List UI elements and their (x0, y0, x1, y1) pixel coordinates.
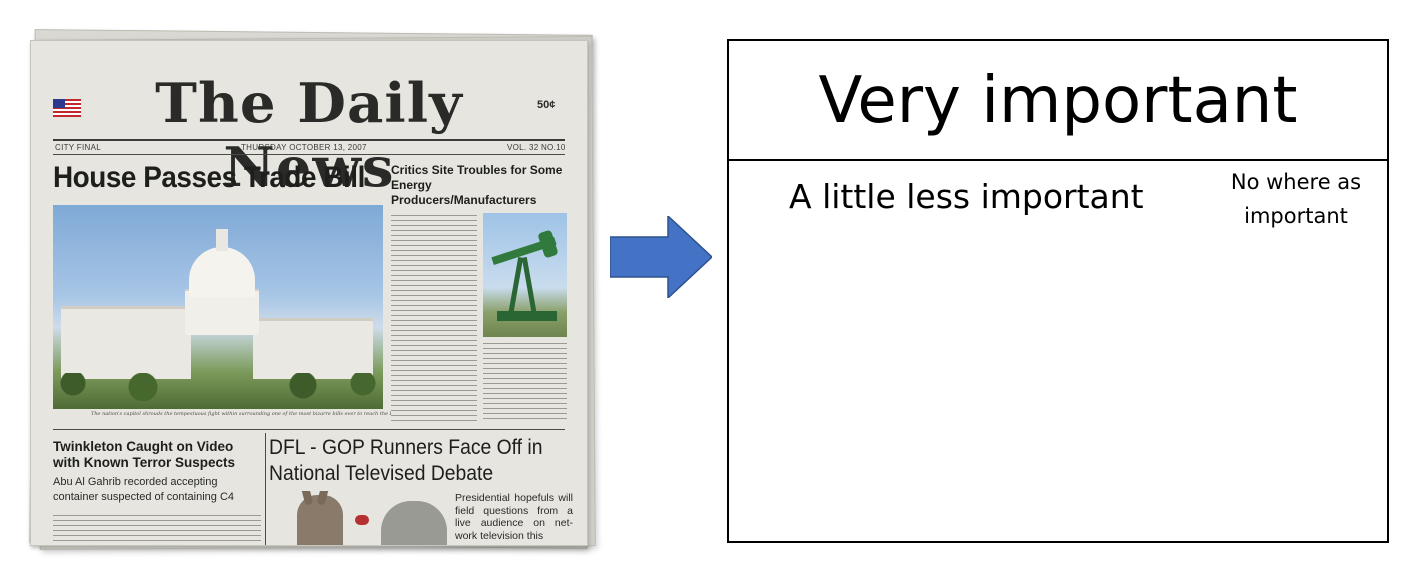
wireframe-divider (729, 159, 1387, 161)
issue-date: THURSDAY OCTOBER 13, 2007 (241, 143, 367, 152)
less-important-label: A little less important (789, 177, 1144, 216)
us-flag-icon (53, 99, 81, 117)
story3-headline-text: DFL - GOP Runners Face Off in National T… (269, 436, 543, 485)
pump-leg (521, 257, 538, 317)
volume-label: VOL. 32 NO.10 (507, 143, 566, 152)
capitol-dome (189, 247, 255, 297)
section-rule (53, 429, 565, 430)
newspaper-front-page: The Daily News 50¢ CITY FINAL THURSDAY O… (30, 40, 588, 546)
oil-pump-photo (483, 213, 567, 337)
story2-headline: Twinkleton Caught on Video with Known Te… (53, 439, 236, 470)
story2-dek: Abu Al Gahrib recorded accepting contain… (53, 476, 235, 503)
newspaper-image: The Daily News 50¢ CITY FINAL THURSDAY O… (22, 29, 600, 552)
right-arrow-icon (610, 216, 712, 298)
masthead-rule (53, 139, 565, 141)
capitol-wing (61, 306, 191, 379)
article-column (53, 513, 261, 545)
photo-caption: The nation's capitol shrouds the tempest… (91, 411, 391, 417)
article-column (391, 213, 477, 423)
column-rule (265, 433, 266, 545)
article-column (483, 341, 567, 423)
masthead: The Daily News 50¢ (31, 63, 587, 199)
folio-rule (53, 154, 565, 155)
capitol-wing (253, 318, 373, 379)
lead-headline: House Passes Trade Bill (53, 161, 365, 194)
layout-wireframe: Very important A little less important N… (727, 39, 1389, 543)
capitol-photo (53, 205, 383, 409)
microphone-icon (355, 515, 369, 525)
donkey-elephant-cartoon (289, 491, 449, 545)
elephant-figure (381, 501, 447, 545)
story3-dek: Presidential hopefuls will field questio… (455, 492, 573, 542)
pump-base (497, 311, 557, 321)
story3-headline: DFL - GOP Runners Face Off in National T… (269, 435, 545, 487)
side-headline: Critics Site Troubles for Some Energy Pr… (391, 163, 563, 207)
pump-head (537, 229, 559, 259)
very-important-label: Very important (818, 64, 1298, 138)
newspaper-price: 50¢ (537, 99, 556, 111)
arrow-shape (610, 216, 712, 298)
not-important-label: No where as important (1230, 170, 1362, 228)
trees (53, 373, 383, 401)
edition-label: CITY FINAL (55, 143, 101, 152)
pump-leg (507, 257, 524, 317)
newspaper-nameplate: The Daily News (155, 71, 463, 199)
capitol-lantern (216, 229, 228, 251)
